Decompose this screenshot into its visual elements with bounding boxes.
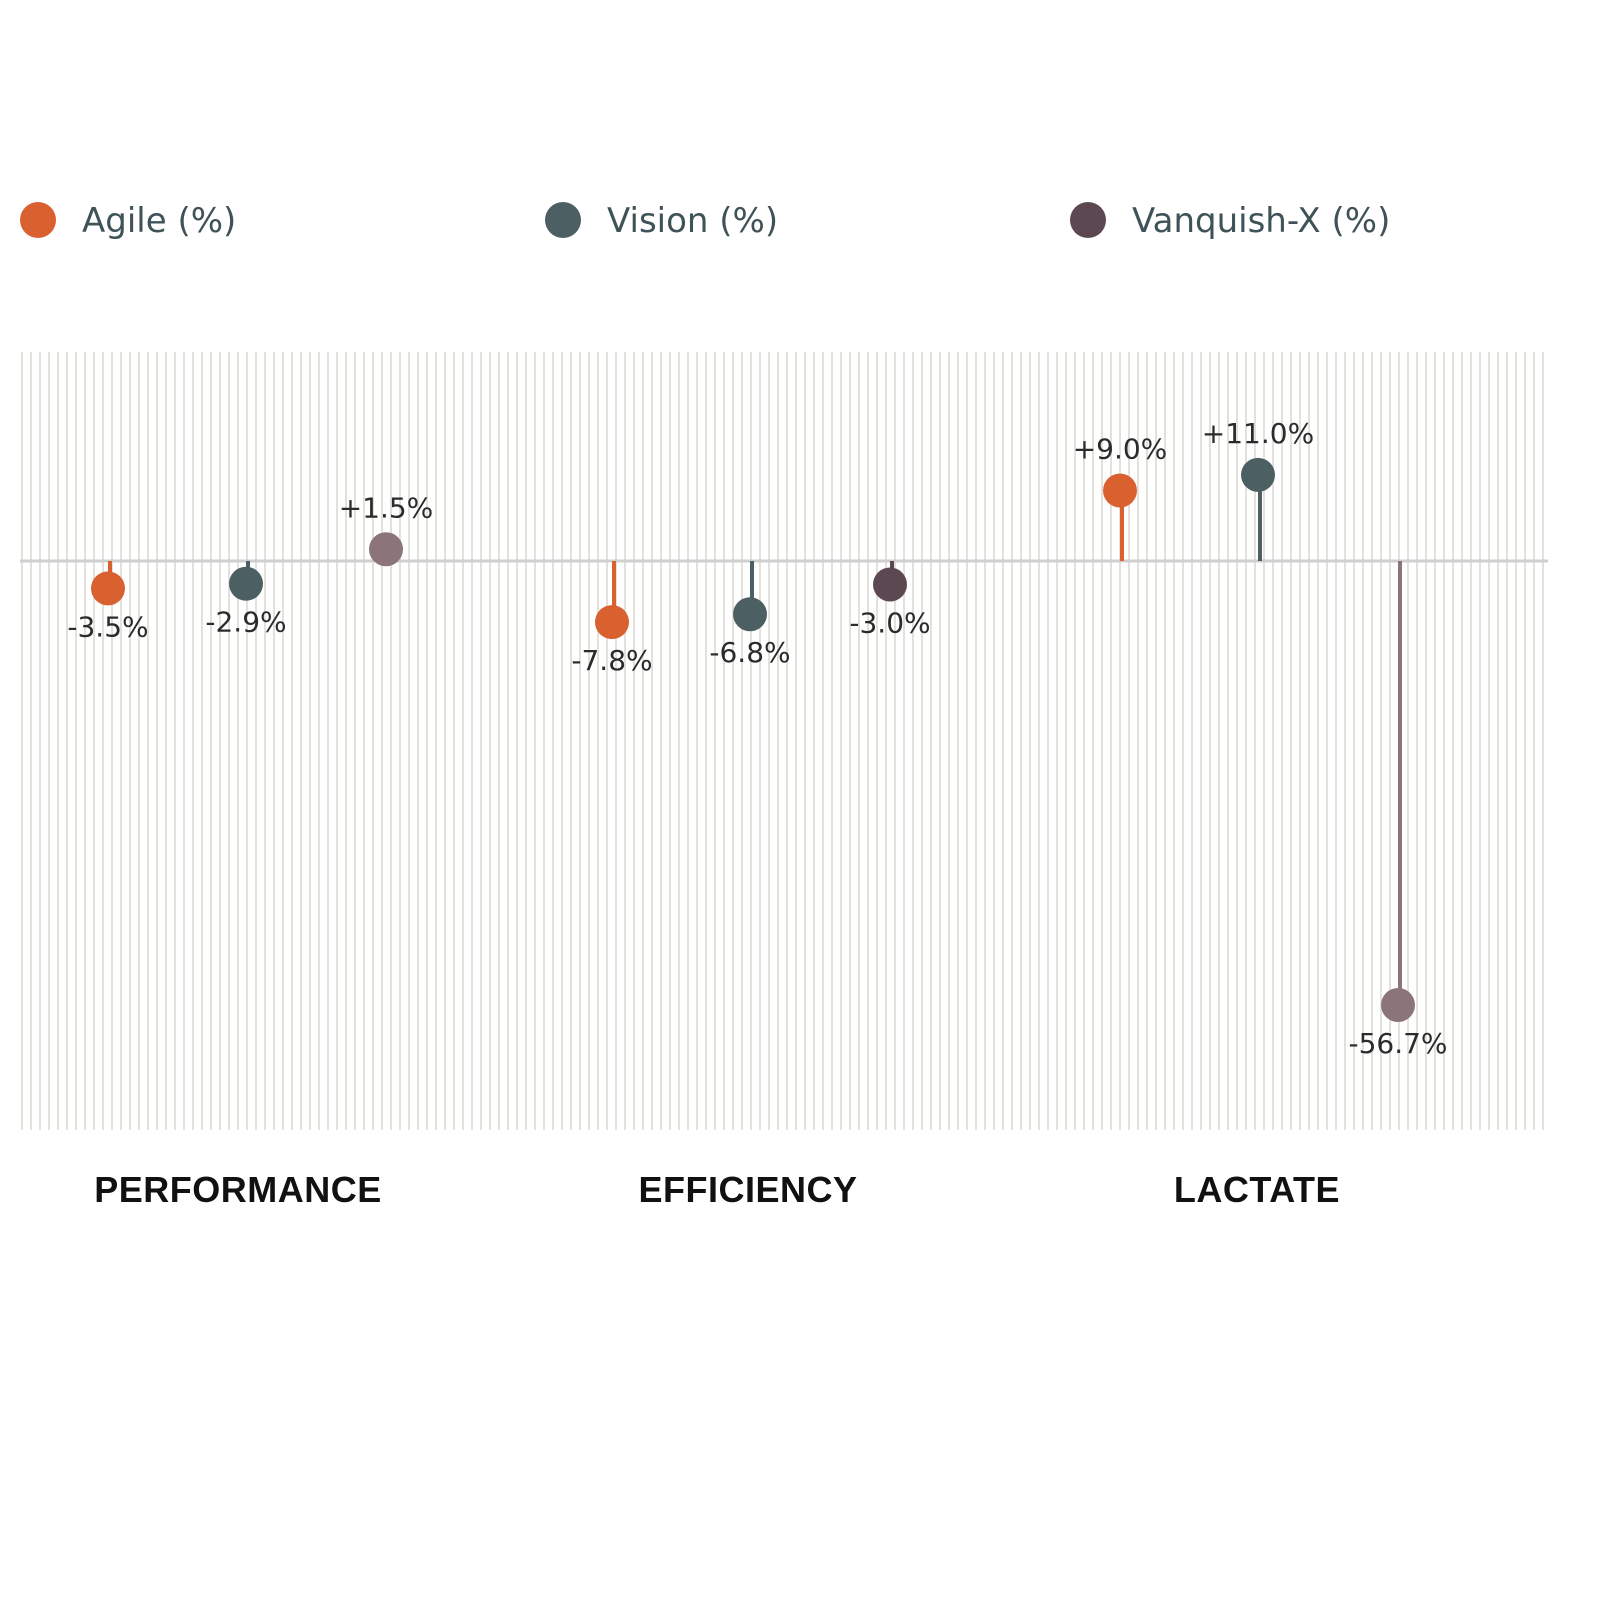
- legend-label: Vanquish-X (%): [1132, 201, 1390, 241]
- lollipop-points: [91, 457, 1415, 1022]
- legend: Agile (%) Vision (%) Vanquish-X (%): [20, 201, 1390, 241]
- lollipop-point: [595, 605, 629, 640]
- lollipop-point: [1381, 988, 1415, 1022]
- legend-marker: [1070, 202, 1106, 238]
- value-label: -6.8%: [709, 636, 790, 669]
- lollipop-stems: [108, 474, 1402, 1005]
- lollipop-point: [1103, 473, 1137, 508]
- value-labels: -3.5% -2.9% +1.5% -7.8% -6.8% -3.0% +9.0% +11.0…: [67, 417, 1447, 1060]
- value-label: -3.5%: [67, 610, 148, 643]
- category-label: EFFICIENCY: [638, 1169, 857, 1210]
- legend-marker: [20, 202, 56, 238]
- legend-marker: [545, 202, 581, 238]
- value-label: -3.0%: [849, 606, 930, 639]
- value-label: -2.9%: [205, 606, 286, 639]
- legend-label: Agile (%): [82, 201, 236, 241]
- value-label: -56.7%: [1348, 1027, 1447, 1060]
- lollipop-point: [733, 597, 767, 632]
- value-label: +11.0%: [1202, 417, 1314, 450]
- category-label: PERFORMANCE: [94, 1169, 382, 1210]
- plot-background-stripes: [21, 352, 1544, 1130]
- lollipop-point: [873, 567, 907, 602]
- legend-label: Vision (%): [607, 201, 778, 241]
- lollipop-point: [229, 566, 263, 601]
- lollipop-point: [91, 571, 125, 606]
- category-labels: PERFORMANCE EFFICIENCY LACTATE: [94, 1169, 1340, 1210]
- category-label: LACTATE: [1174, 1169, 1340, 1210]
- value-label: +1.5%: [339, 491, 434, 524]
- value-label: -7.8%: [571, 644, 652, 677]
- lollipop-point: [1241, 457, 1275, 492]
- lollipop-point: [369, 532, 403, 567]
- value-label: +9.0%: [1073, 433, 1168, 466]
